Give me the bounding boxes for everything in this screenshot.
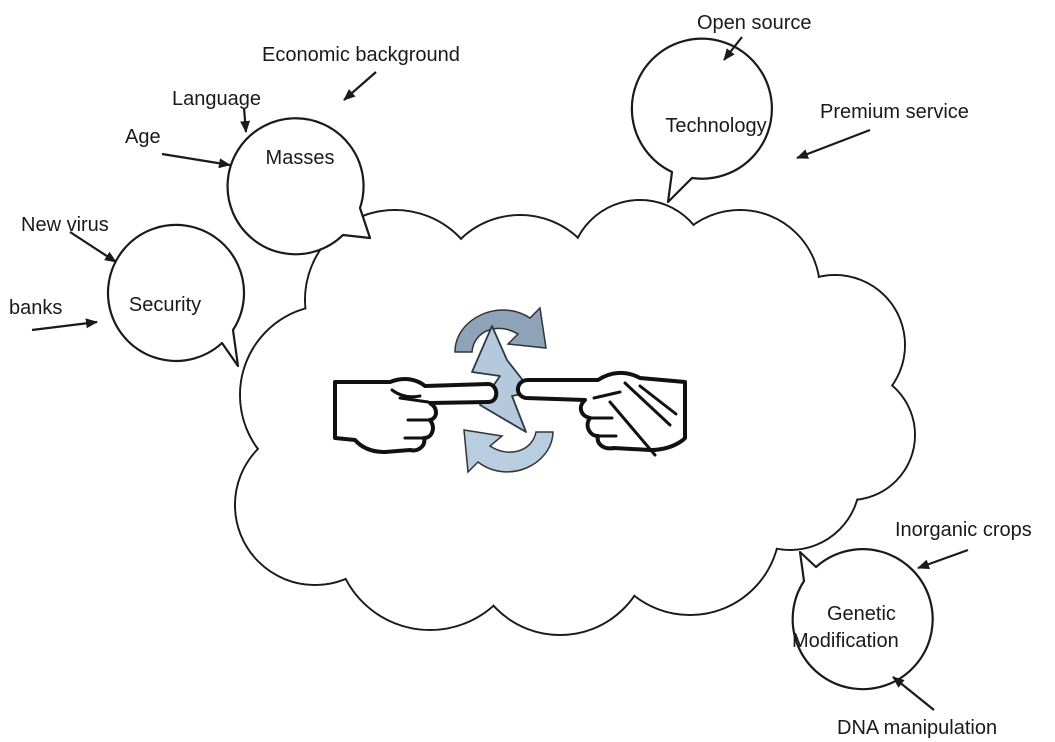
security-bubble: Security	[106, 223, 246, 368]
technology-bubble: Technology	[630, 37, 773, 204]
cloud-fill	[236, 201, 914, 634]
masses-label: Masses	[266, 147, 335, 169]
banks-label: banks	[9, 297, 62, 319]
cycle-arrow-top-icon	[454, 306, 547, 353]
arrow-economic-background	[343, 71, 377, 101]
arrow-premium-service	[796, 128, 871, 160]
arrow-inorganic-crops	[917, 548, 969, 570]
outer-labels: Economic background Language Age Open so…	[9, 12, 1032, 739]
arrows	[31, 36, 969, 711]
age-label: Age	[125, 126, 161, 148]
genetic-label-line2: Modification	[792, 630, 899, 652]
language-label: Language	[172, 88, 261, 110]
genetic-label-line1: Genetic	[827, 603, 896, 625]
genetic-modification-bubble: Genetic Modification	[791, 548, 934, 691]
premium-service-label: Premium service	[820, 101, 969, 123]
cycle-arrow-bottom-icon	[463, 429, 554, 474]
inorganic-crops-label: Inorganic crops	[895, 519, 1032, 541]
masses-bubble: Masses	[226, 117, 372, 256]
open-source-label: Open source	[697, 12, 812, 34]
economic-background-label: Economic background	[262, 44, 460, 66]
arrow-new-virus	[69, 231, 117, 263]
right-hand-icon	[516, 371, 687, 457]
security-label: Security	[129, 294, 201, 316]
lightning-bolt-icon	[471, 325, 533, 433]
arrow-open-source	[723, 36, 743, 61]
arrow-age	[161, 152, 231, 169]
new-virus-label: New virus	[21, 214, 109, 236]
central-cloud	[234, 199, 916, 636]
dna-manipulation-label: DNA manipulation	[837, 717, 997, 739]
arrow-banks	[31, 318, 98, 332]
technology-label: Technology	[665, 115, 766, 137]
arrow-language	[240, 107, 251, 133]
arrow-dna-manipulation	[892, 676, 935, 711]
left-hand-icon	[333, 377, 499, 454]
central-illustration	[333, 306, 687, 474]
